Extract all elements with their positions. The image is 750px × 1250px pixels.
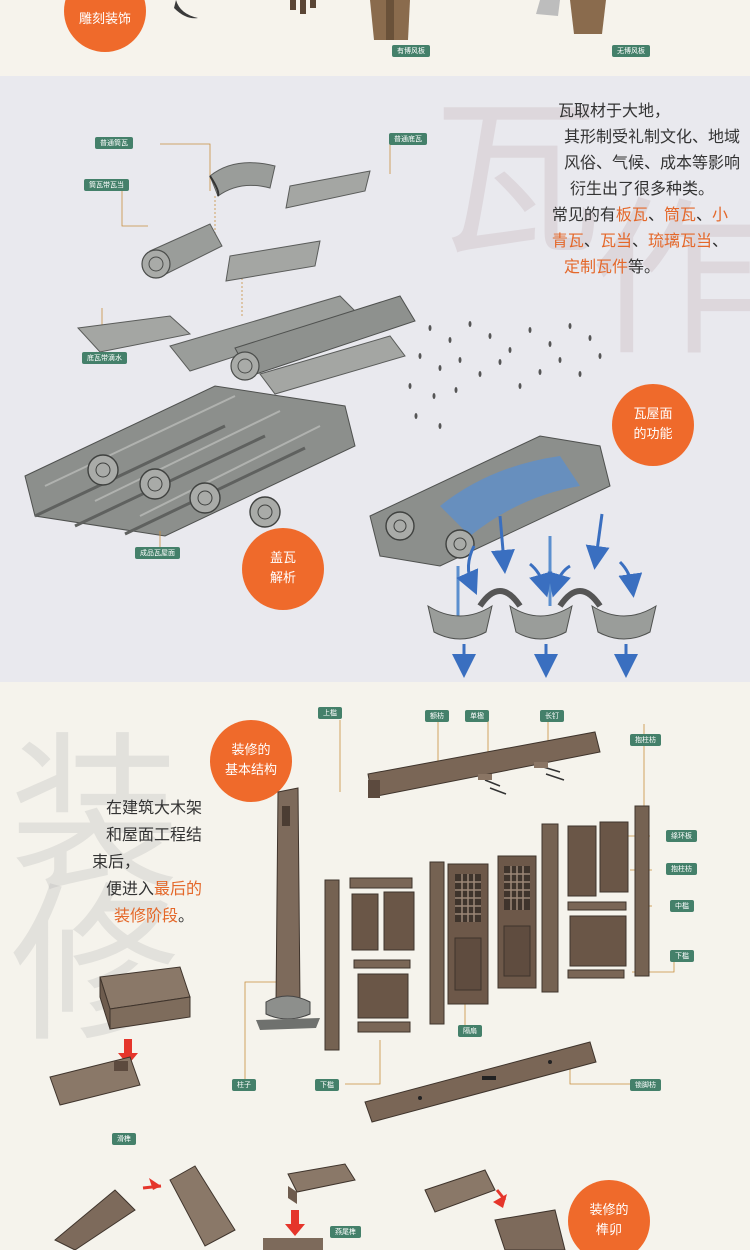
badge-line-1: 装修的 — [231, 743, 271, 758]
label-cloud-panel: 绦环板 — [666, 830, 697, 842]
text: 束后， — [92, 852, 141, 871]
badge-line-2: 解析 — [269, 571, 296, 586]
badge-line-2: 榫卯 — [595, 1223, 622, 1238]
tile-intro-paragraph: 瓦取材于大地， 其形制受礼制文化、地域 风俗、气候、成本等影响 衍生出了很多种类… — [500, 98, 740, 280]
deco-line-3: 束后， — [74, 848, 234, 875]
watermark-xiu: 修 — [10, 868, 181, 1066]
label-single-post: 单楹 — [465, 710, 489, 722]
label-post-tie-2: 抱柱枋 — [666, 863, 697, 875]
highlight: 定制瓦件 — [563, 257, 628, 276]
rain-roof-illustration — [369, 321, 611, 616]
label-long-nail: 长钉 — [540, 710, 564, 722]
top-section: 雕刻装饰 有博风板 无博风板 — [0, 0, 750, 76]
badge-line-1: 装修的 — [589, 1203, 629, 1218]
label-normal-cover-tile: 普通筒瓦 — [95, 137, 133, 149]
text: 衍生出了很多种类。 — [569, 179, 714, 198]
badge-text: 雕刻装饰 — [78, 12, 131, 27]
deco-line-5: 装修阶段。 — [74, 902, 234, 929]
text: 其形制受礼制文化、地域 — [563, 127, 740, 146]
deco-line-2: 和屋面工程结 — [74, 821, 234, 848]
finished-roof-illustration — [24, 385, 356, 548]
label-dovetail-tenon: 燕尾榫 — [330, 1226, 361, 1238]
badge-line-1: 瓦屋面 — [633, 407, 673, 422]
decoration-intro-paragraph: 在建筑大木架 和屋面工程结 束后， 便进入最后的 装修阶段。 — [74, 794, 234, 929]
text: 在建筑大木架 — [105, 798, 202, 817]
highlight: 最后的 — [154, 879, 203, 898]
decoration-section: 装 修 装修的 基本结构 在建筑大木架 和屋面工程结 束后， 便进入最后的 装修… — [0, 682, 750, 1250]
label-lower-sill: 下槛 — [670, 950, 694, 962]
tile-exploded-illustration — [76, 140, 416, 395]
text: 等。 — [627, 257, 660, 276]
text: 、 — [711, 231, 728, 250]
text: 、 — [695, 205, 712, 224]
tile-analysis-badge: 盖瓦 解析 — [242, 528, 324, 610]
label-upper-sill: 上槛 — [318, 707, 342, 719]
water-flow-diagram — [427, 513, 657, 678]
text: 、 — [647, 205, 664, 224]
label-base-tile-with-drip: 底瓦带滴水 — [82, 352, 127, 364]
label-middle-sill: 中槛 — [670, 900, 694, 912]
carving-decoration-badge: 雕刻装饰 — [64, 0, 146, 52]
text: 、 — [631, 231, 648, 250]
highlight: 琉璃瓦当 — [647, 231, 712, 250]
label-sliding-tenon: 滑榫 — [112, 1133, 136, 1145]
highlight: 小 — [711, 205, 728, 224]
badge-line-2: 基本结构 — [224, 763, 277, 778]
label-finished-roof: 成品瓦屋面 — [135, 547, 180, 559]
tile-line-6: 青瓦、瓦当、琉璃瓦当、 — [500, 228, 740, 254]
deco-line-4: 便进入最后的 — [74, 875, 234, 902]
highlight: 青瓦 — [551, 231, 584, 250]
tile-line-1: 瓦取材于大地， — [500, 98, 740, 124]
watermark-wa: 瓦 — [432, 82, 603, 280]
watermark-zhuang: 装 — [10, 718, 181, 916]
label-partition-door: 隔扇 — [458, 1025, 482, 1037]
label-cover-tile-with-end: 筒瓦带瓦当 — [84, 179, 129, 191]
highlight: 瓦当 — [599, 231, 632, 250]
highlight: 装修阶段 — [113, 906, 178, 925]
gable-without-board-illustration — [536, 0, 606, 34]
text: 。 — [178, 906, 195, 925]
text: 常见的有 — [551, 205, 616, 224]
decoration-structure-badge: 装修的 基本结构 — [210, 720, 292, 802]
label-locking-beam: 锁脚枋 — [630, 1079, 661, 1091]
label-lower-sill-2: 下槛 — [315, 1079, 339, 1091]
text: 瓦取材于大地， — [557, 101, 670, 120]
highlight: 板瓦 — [615, 205, 648, 224]
tile-line-4: 衍生出了很多种类。 — [500, 176, 740, 202]
sliding-tenon-illustration — [49, 966, 191, 1106]
mortise-tenon-badge: 装修的 榫卯 — [568, 1180, 650, 1250]
roof-function-badge: 瓦屋面 的功能 — [612, 384, 694, 466]
label-tie-beam: 额枋 — [425, 710, 449, 722]
tile-section: 瓦 作 瓦取材于大地， 其形制受礼制文化、地域 风俗、气候、成本等影响 衍生出了… — [0, 76, 750, 682]
watermark-zuo: 作 — [590, 182, 750, 380]
label-column: 柱子 — [232, 1079, 256, 1091]
tile-line-7: 定制瓦件等。 — [500, 254, 740, 280]
badge-line-2: 的功能 — [633, 427, 673, 442]
tile-line-3: 风俗、气候、成本等影响 — [480, 150, 740, 176]
text: 、 — [583, 231, 600, 250]
tile-line-2: 其形制受礼制文化、地域 — [480, 124, 740, 150]
tile-line-5: 常见的有板瓦、筒瓦、小 — [500, 202, 740, 228]
highlight: 筒瓦 — [663, 205, 696, 224]
text: 风俗、气候、成本等影响 — [563, 153, 740, 172]
hook-ornament-illustration — [174, 0, 198, 19]
wooden-frame-exploded-illustration — [244, 720, 675, 1123]
label-without-gable-board: 无博风板 — [612, 45, 650, 57]
text: 和屋面工程结 — [105, 825, 202, 844]
text: 便进入 — [105, 879, 154, 898]
label-with-gable-board: 有博风板 — [392, 45, 430, 57]
label-normal-base-tile: 普通底瓦 — [389, 133, 427, 145]
gable-with-board-illustration — [290, 0, 410, 40]
joint-illustrations — [54, 1163, 566, 1250]
badge-line-1: 盖瓦 — [269, 551, 296, 566]
label-post-tie: 抱柱枋 — [630, 734, 661, 746]
deco-line-1: 在建筑大木架 — [74, 794, 234, 821]
